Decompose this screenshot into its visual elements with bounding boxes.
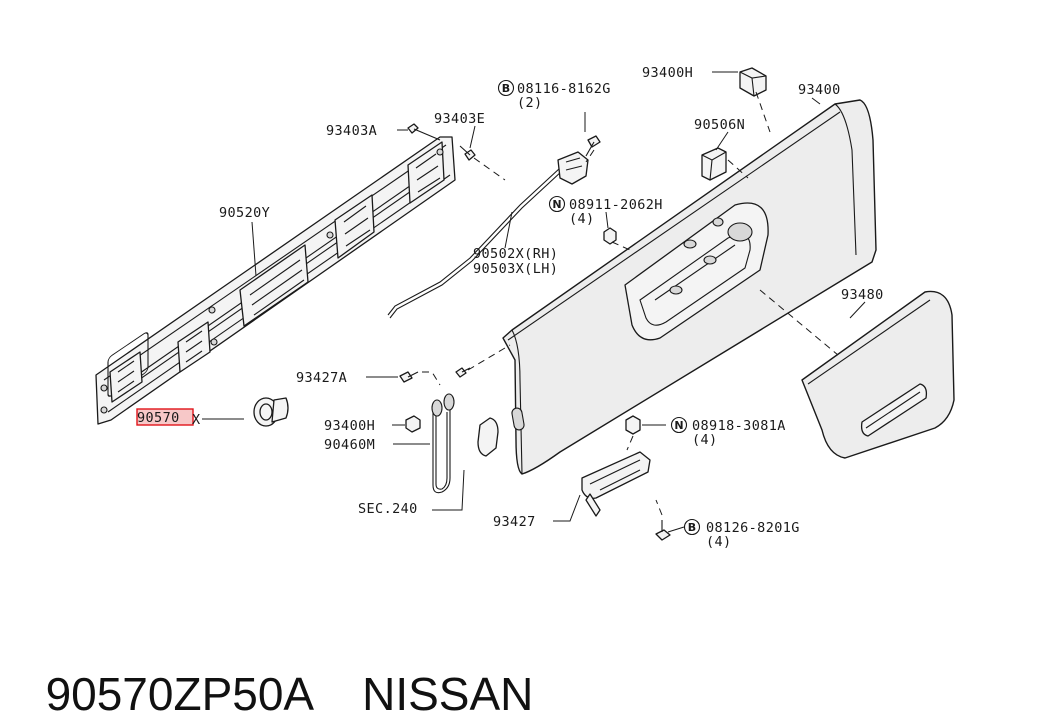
highlight-box	[136, 408, 194, 426]
label-93400h-mid: 93400H	[324, 418, 375, 434]
svg-text:B: B	[502, 82, 510, 95]
bolt-08126	[655, 520, 671, 541]
clip-top	[739, 67, 767, 97]
label-90460m: 90460M	[324, 437, 375, 453]
label-bolt-08116: 08116-8162G	[517, 81, 611, 97]
push-clip-90570x	[253, 397, 289, 427]
label-bolt-08126-qty: (4)	[706, 534, 732, 550]
parts-diagram: B N N B 93400H 08116-8162G (2) 93400 934…	[95, 65, 955, 550]
label-nut-08918-qty: (4)	[692, 432, 718, 448]
label-90506n: 90506N	[694, 117, 745, 133]
rubber-pad	[701, 147, 727, 181]
label-93400h-top: 93400H	[642, 65, 693, 81]
bolt-symbol-08116: B	[497, 79, 515, 97]
plug	[477, 417, 499, 457]
finisher-plate	[95, 136, 456, 425]
label-93400: 93400	[798, 82, 841, 98]
cable-90460m	[405, 393, 455, 494]
handle-bezel	[801, 290, 955, 459]
caption-part-number: 90570ZP50A	[45, 668, 315, 720]
svg-text:N: N	[674, 419, 683, 432]
label-93427a: 93427A	[296, 370, 347, 386]
tailgate-panel	[502, 99, 877, 475]
nut-08918	[625, 415, 641, 435]
nut-symbol-08911: N	[548, 195, 566, 213]
label-93403a: 93403A	[326, 123, 377, 139]
bolt-93427a	[399, 367, 471, 383]
screw-93403e	[459, 145, 476, 161]
label-nut-08911-qty: (4)	[569, 211, 595, 227]
label-nut-08918: 08918-3081A	[692, 418, 786, 434]
label-90502x: 90502X(RH)	[473, 246, 558, 262]
label-bolt-08116-qty: (2)	[517, 95, 543, 111]
label-sec240: SEC.240	[358, 501, 418, 517]
screw-93403a	[407, 123, 441, 141]
latch-rod	[387, 135, 601, 319]
part-caption: 90570ZP50A NISSAN	[20, 598, 1020, 720]
label-nut-08911: 08911-2062H	[569, 197, 663, 213]
bolt-symbol-08126: B	[683, 518, 701, 536]
label-93427: 93427	[493, 514, 536, 530]
svg-text:B: B	[688, 521, 696, 534]
nut-symbol-08918: N	[670, 416, 688, 434]
label-90570x-highlighted: 90570	[137, 410, 180, 426]
svg-text:N: N	[552, 198, 561, 211]
label-90503x: 90503X(LH)	[473, 261, 558, 277]
label-93403e: 93403E	[434, 111, 485, 127]
label-93480: 93480	[841, 287, 884, 303]
label-bolt-08126: 08126-8201G	[706, 520, 800, 536]
nut-08911	[603, 227, 617, 245]
caption-brand: NISSAN	[362, 668, 534, 720]
label-90570x-suffix: X	[192, 412, 201, 428]
label-90520y: 90520Y	[219, 205, 270, 221]
striker-93427	[581, 451, 651, 517]
